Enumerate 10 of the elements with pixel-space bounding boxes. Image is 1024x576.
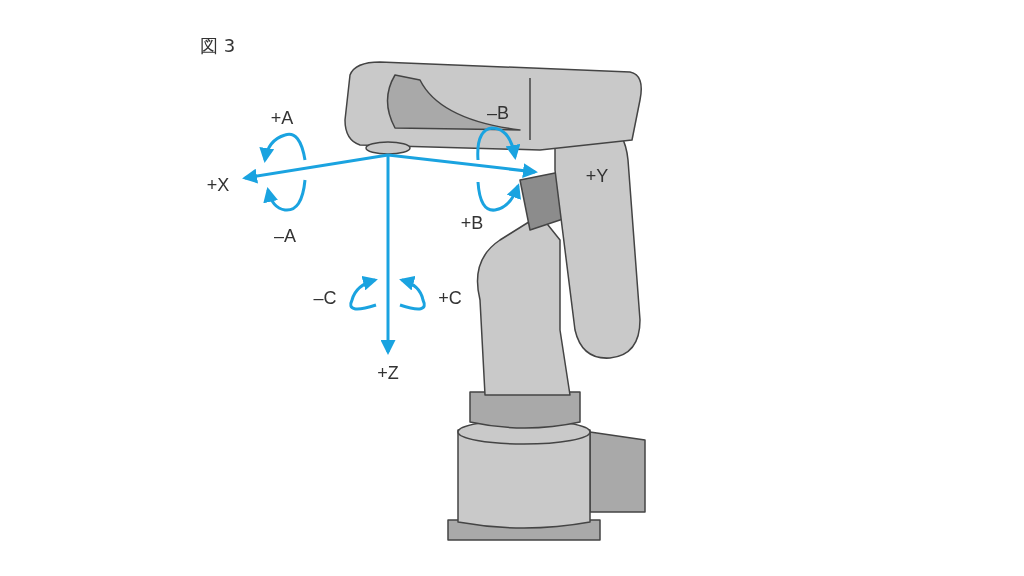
axis-label: –B <box>487 102 509 124</box>
axis-label: +X <box>206 174 230 196</box>
axis-label: +B <box>460 212 484 234</box>
axis-label: +Y <box>585 165 609 187</box>
axis-label: +C <box>438 287 462 309</box>
axis-label: +Z <box>377 362 399 384</box>
figure-title: 図 3 <box>200 34 236 58</box>
axis-label: +A <box>270 107 294 129</box>
axis-label: –A <box>274 225 296 247</box>
axis-label: –C <box>313 287 337 309</box>
